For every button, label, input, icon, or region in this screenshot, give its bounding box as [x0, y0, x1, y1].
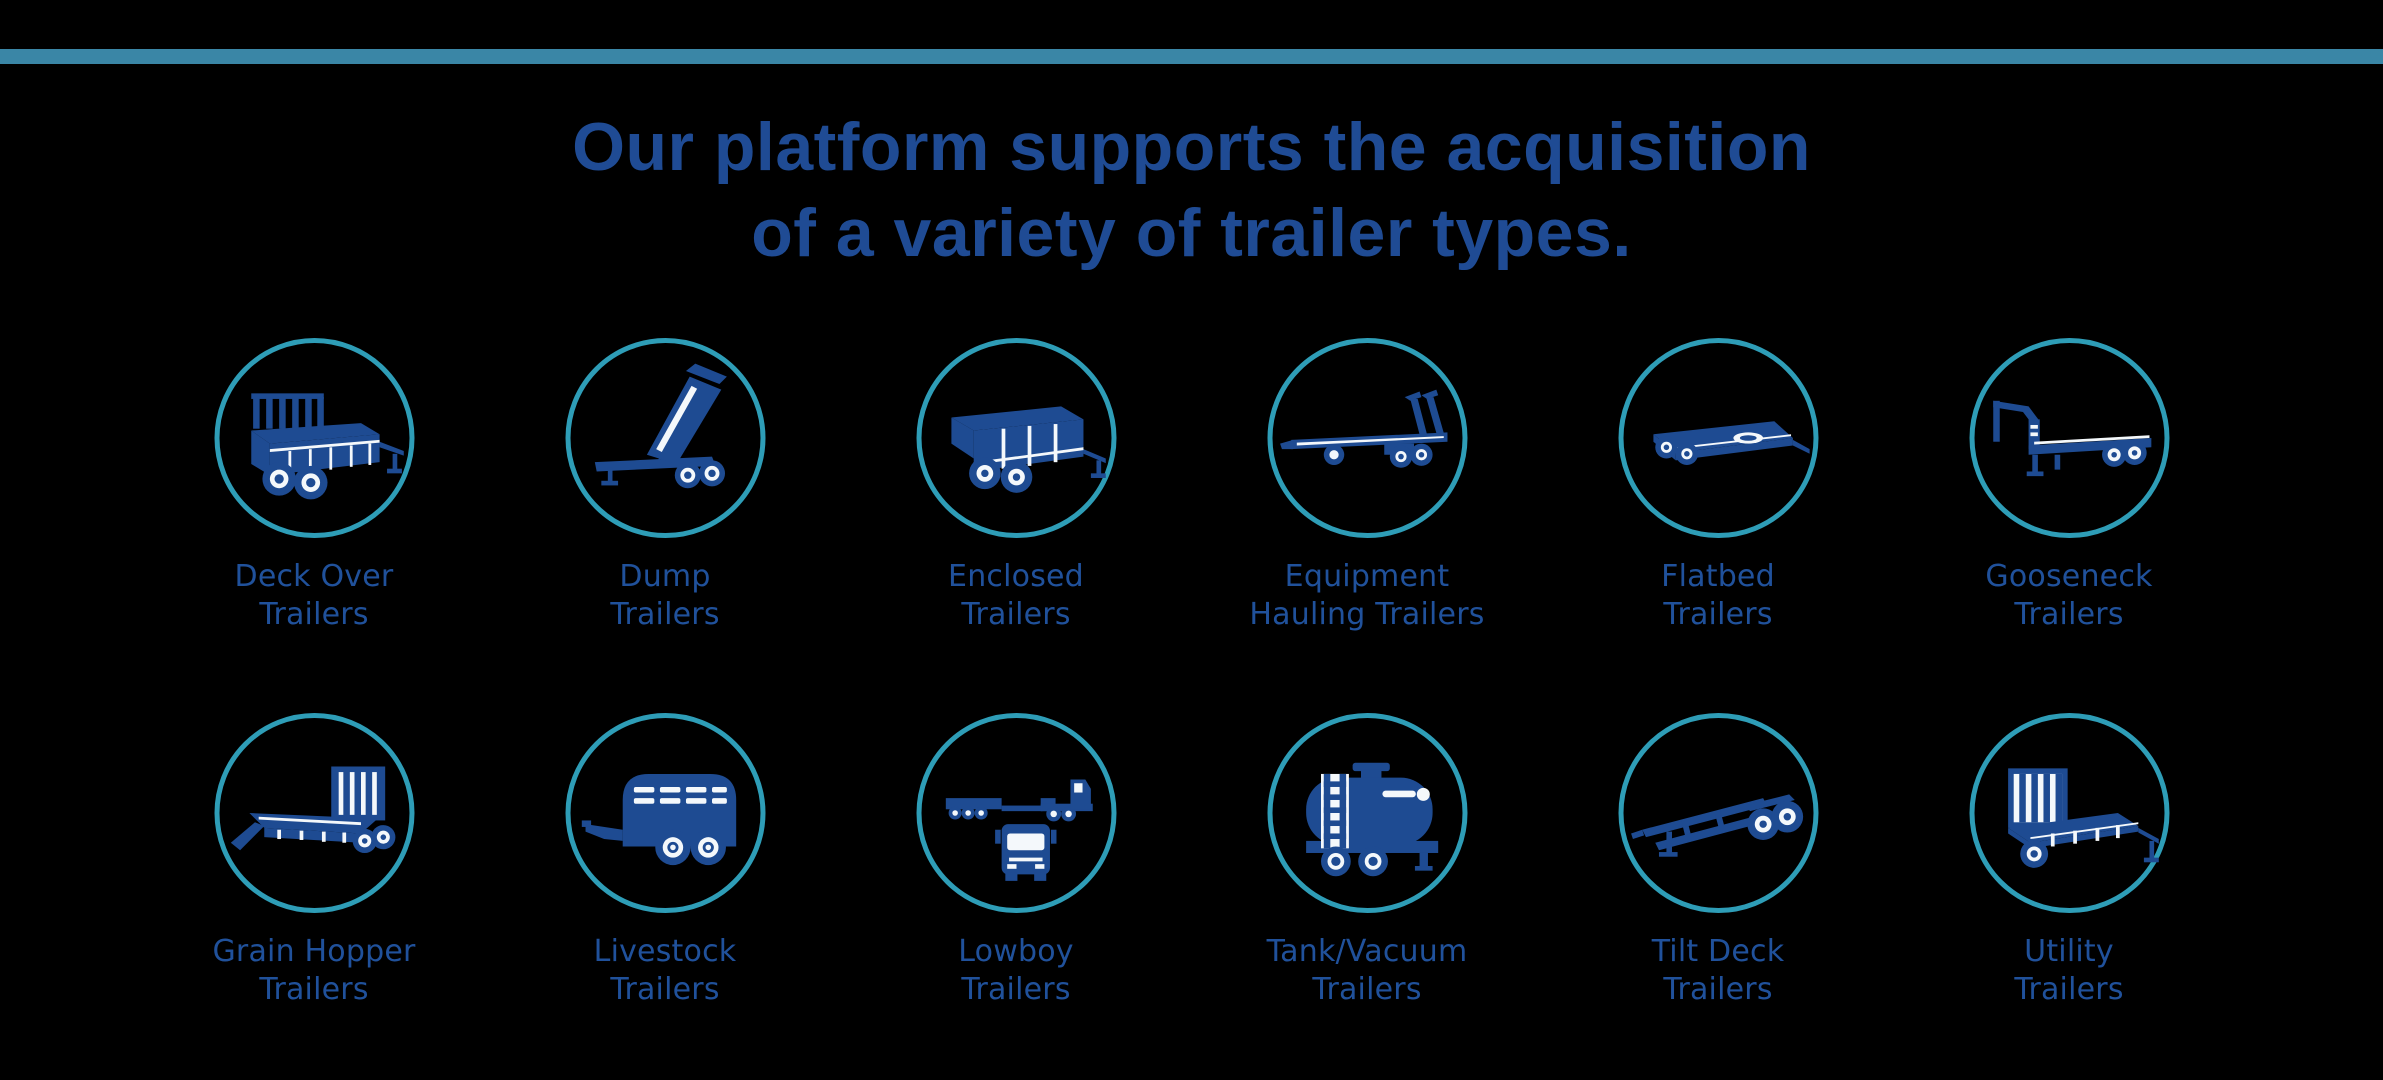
livestock-trailer-icon	[581, 773, 736, 866]
trailer-circle	[1618, 713, 1818, 913]
trailer-circle	[916, 338, 1116, 538]
trailer-label-line2: Trailers	[1663, 597, 1773, 632]
enclosed-trailer-icon	[950, 406, 1106, 493]
flatbed-trailer-icon	[1652, 421, 1810, 465]
trailer-label-line2: Trailers	[1663, 972, 1773, 1007]
trailer-label-line1: Tank/Vacuum	[1266, 934, 1468, 969]
dump-trailer-icon	[594, 363, 727, 489]
trailer-label-line2: Trailers	[259, 972, 369, 1007]
trailer-label-line2: Trailers	[961, 597, 1071, 632]
deck-over-trailer-icon	[250, 393, 404, 500]
page-title-line1: Our platform supports the acquisition	[572, 109, 1811, 185]
trailer-circle	[916, 713, 1116, 913]
trailer-circle	[214, 713, 414, 913]
trailer-circle	[1969, 713, 2169, 913]
trailer-circle	[1618, 338, 1818, 538]
trailer-label-line1: Gooseneck	[1985, 559, 2153, 594]
trailer-circle	[214, 338, 414, 538]
trailer-label-line1: Dump	[619, 559, 711, 594]
trailer-circle	[565, 713, 765, 913]
trailer-label-line1: Tilt Deck	[1651, 934, 1785, 969]
top-accent-bar	[0, 49, 2383, 64]
lowboy-trailer-icon	[945, 779, 1093, 881]
trailer-label-line2: Hauling Trailers	[1249, 597, 1485, 632]
trailer-label-line1: Grain Hopper	[212, 934, 416, 969]
trailer-circle	[1969, 338, 2169, 538]
trailer-label-line1: Utility	[2024, 934, 2114, 969]
grain-hopper-trailer-icon	[230, 766, 395, 853]
trailer-label-line1: Deck Over	[234, 559, 394, 594]
tank-vacuum-trailer-icon	[1305, 762, 1438, 877]
trailer-label-line2: Trailers	[2014, 972, 2124, 1007]
trailer-label-line1: Lowboy	[958, 934, 1074, 969]
trailer-circle	[565, 338, 765, 538]
gooseneck-trailer-icon	[1992, 400, 2151, 477]
trailer-label-line2: Trailers	[961, 972, 1071, 1007]
trailer-label-line2: Trailers	[259, 597, 369, 632]
trailer-label-line1: Flatbed	[1661, 559, 1775, 594]
trailer-label-line1: Equipment	[1284, 559, 1450, 594]
page-title-line2: of a variety of trailer types.	[751, 195, 1632, 271]
trailer-label-line2: Trailers	[2014, 597, 2124, 632]
trailer-label-line1: Enclosed	[948, 559, 1084, 594]
trailer-circle	[1267, 713, 1467, 913]
trailer-circle	[1267, 338, 1467, 538]
page-title: Our platform supports the acquisition of…	[0, 104, 2383, 276]
tilt-deck-trailer-icon	[1630, 794, 1803, 857]
trailer-label-line2: Trailers	[610, 597, 720, 632]
equipment-hauling-trailer-icon	[1279, 389, 1447, 468]
trailer-label-line2: Trailers	[1312, 972, 1422, 1007]
trailer-label-line1: Livestock	[593, 934, 737, 969]
utility-trailer-icon	[2007, 768, 2159, 868]
trailer-label-line2: Trailers	[610, 972, 720, 1007]
